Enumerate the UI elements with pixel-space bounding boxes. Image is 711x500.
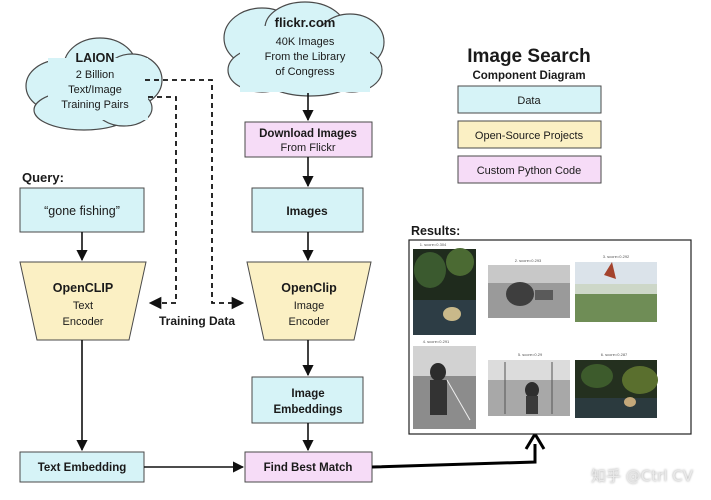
flickr-line-2: 40K Images: [276, 36, 335, 48]
legend-title: Image Search: [467, 46, 591, 67]
download-node: [244, 121, 373, 158]
legend-label-code: Custom Python Code: [477, 165, 582, 177]
training-label-bg: [150, 311, 244, 329]
image-embeddings-line-1: Image: [291, 388, 324, 400]
legend-swatch-code: [457, 155, 602, 184]
find-best-match-label: Find Best Match: [264, 462, 353, 474]
text-encoder-line-3: Encoder: [63, 316, 104, 328]
result-1-photo: [413, 248, 476, 335]
download-line-2: From Flickr: [281, 142, 336, 154]
result-4-photo: [413, 346, 476, 429]
image-encoder-node: [246, 261, 372, 341]
result-2-photo: [488, 265, 570, 318]
image-encoder-line-1: OpenClip: [281, 281, 337, 295]
result-3-score: 3. score=0.292: [603, 254, 630, 259]
text-embedding-label: Text Embedding: [38, 462, 127, 474]
query-value: “gone fishing”: [44, 204, 120, 218]
flickr-line-3: From the Library: [265, 51, 346, 63]
download-line-1: Download Images: [259, 128, 357, 140]
result-4-score: 4. score=0.291: [423, 339, 450, 344]
result-6-photo: [575, 360, 658, 418]
legend-label-data: Data: [517, 95, 541, 107]
legend-subtitle: Component Diagram: [472, 70, 585, 82]
result-1-score: 1. score=0.304: [420, 242, 447, 247]
results-label: Results:: [411, 224, 460, 238]
result-2-score: 2. score=0.293: [515, 258, 542, 263]
training-data-label: Training Data: [159, 314, 235, 328]
text-embedding-node: [19, 451, 145, 483]
image-encoder-line-2: Image: [294, 300, 325, 312]
laion-title: LAION: [76, 51, 115, 65]
arrow-match-to-results: [371, 444, 537, 469]
query-label: Query:: [22, 170, 64, 185]
result-5-score: 5. score=0.29: [518, 352, 543, 357]
watermark-text: 知乎 @Ctrl CV: [591, 467, 693, 485]
laion-cloud-fill: [48, 58, 148, 120]
result-6-score: 6. score=0.287: [601, 352, 628, 357]
flickr-title: flickr.com: [275, 15, 336, 30]
result-3-photo: [575, 262, 657, 322]
text-encoder-line-1: OpenCLIP: [53, 281, 113, 295]
result-5-photo: [488, 360, 570, 416]
text-encoder-line-2: Text: [73, 300, 93, 312]
flickr-cloud: flickr.com 40K Images From the Library o…: [223, 1, 385, 97]
laion-cloud: LAION 2 Billion Text/Image Training Pair…: [25, 37, 163, 131]
image-encoder-line-3: Encoder: [289, 316, 330, 328]
laion-line-3: Text/Image: [68, 84, 122, 96]
image-embeddings-node: [251, 376, 364, 424]
images-node: [251, 187, 364, 233]
dashed-laion-to-image-encoder: [145, 79, 245, 310]
image-embeddings-line-2: Embeddings: [273, 404, 342, 416]
legend-swatch-data: [457, 85, 602, 114]
laion-line-4: Training Pairs: [61, 99, 129, 111]
images-label: Images: [286, 204, 328, 218]
text-encoder-node: [19, 261, 147, 341]
legend-label-oss: Open-Source Projects: [475, 130, 584, 142]
flickr-line-4: of Congress: [275, 66, 335, 78]
flickr-cloud-fill: [240, 26, 370, 92]
legend-swatch-oss: [457, 120, 602, 149]
dashed-laion-to-text-encoder: [148, 96, 177, 310]
legend: Image Search Component Diagram Data Open…: [457, 46, 602, 184]
find-best-match-node: [244, 451, 373, 483]
laion-line-2: 2 Billion: [76, 69, 115, 81]
